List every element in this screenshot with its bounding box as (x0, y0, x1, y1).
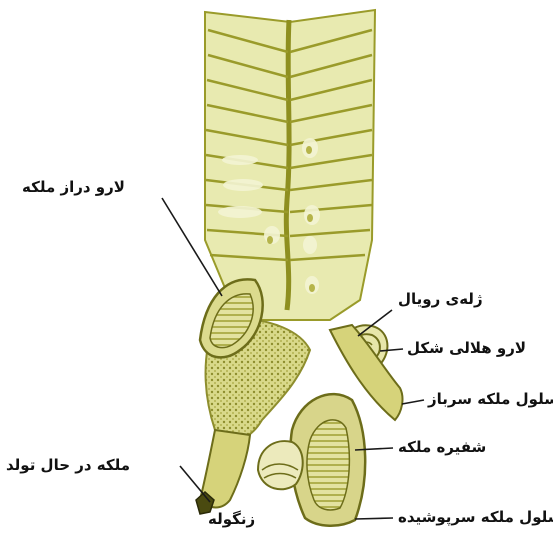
label-bell: زنگوله (208, 512, 255, 527)
label-capped-queen-cell: سلول ملکه سرپوشیده (398, 510, 553, 525)
label-emerging-queen: ملکه در حال تولد (6, 458, 130, 473)
honeycomb (205, 10, 375, 320)
leader-open-queen-cell (402, 400, 424, 404)
label-queen-pupa: شفیره ملکه (398, 440, 486, 455)
label-crescent-larva: لارو هلالی شکل (407, 341, 526, 356)
label-royal-jelly: ژله‌ی رویال (398, 292, 483, 307)
label-long-larva: لارو دراز ملکه (22, 180, 125, 195)
label-open-queen-cell: سلول ملکه سرباز (428, 392, 553, 407)
leader-capped-queen-cell (355, 518, 393, 519)
